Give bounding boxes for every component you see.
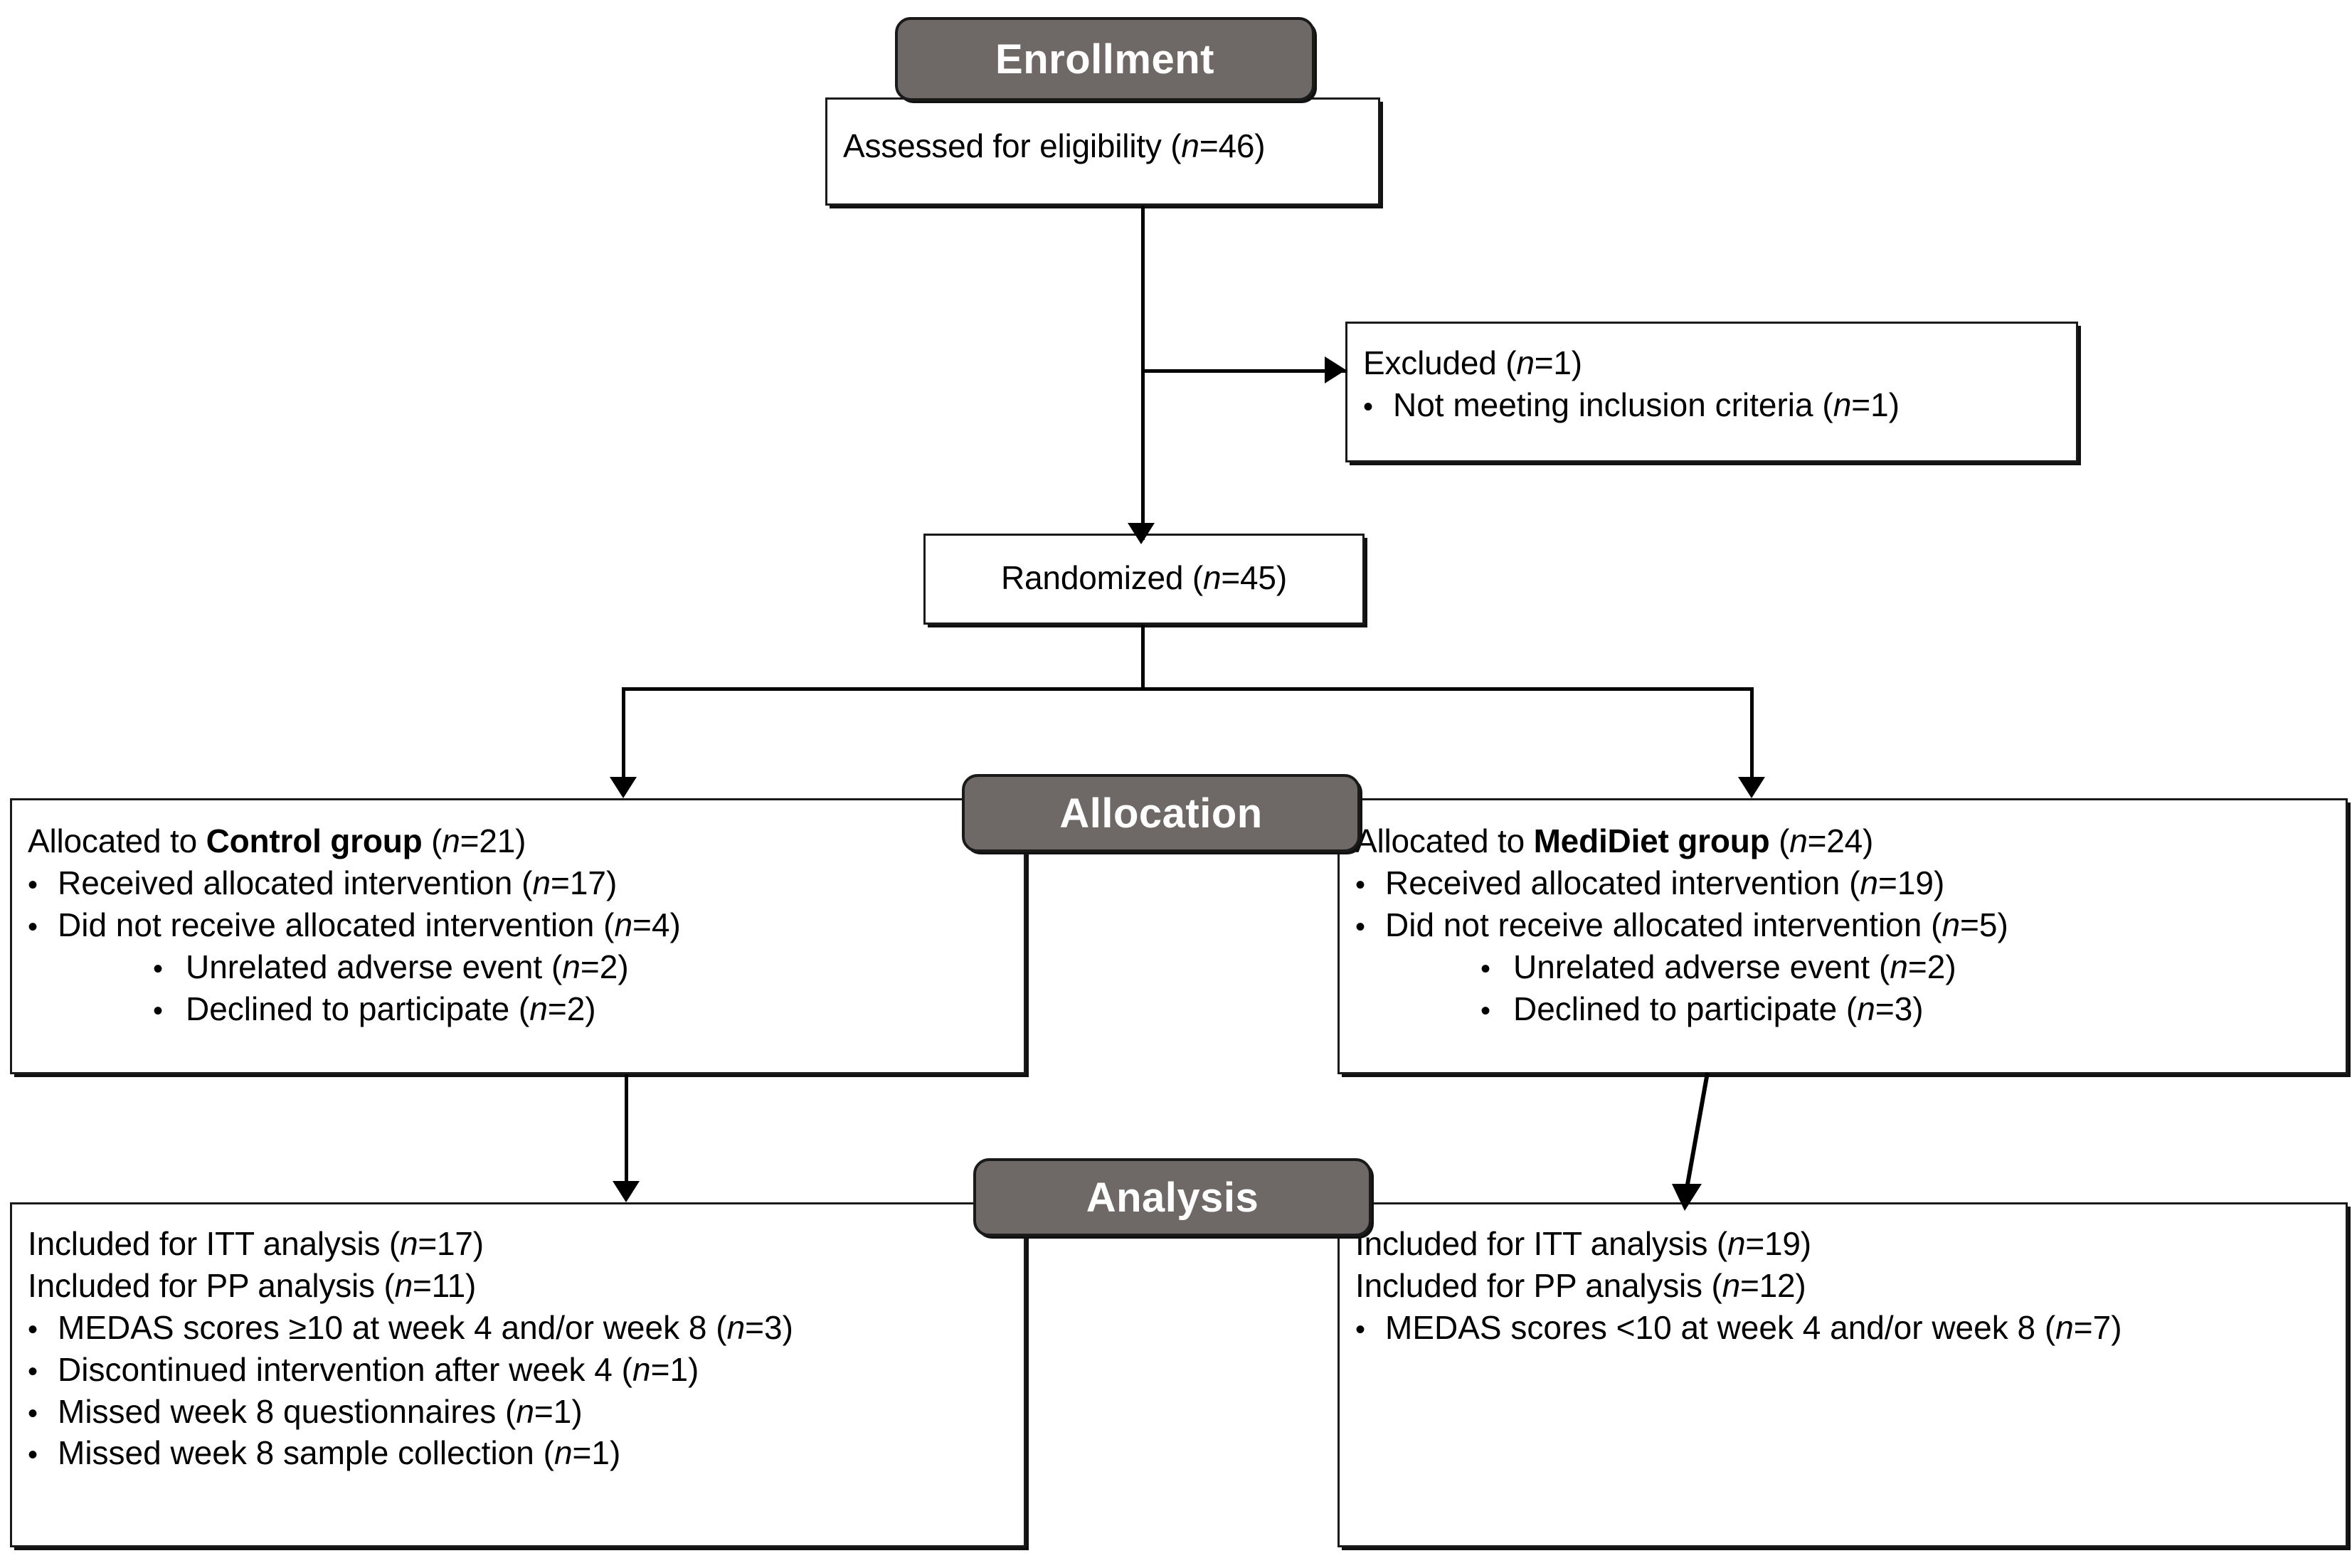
excluded-heading: Excluded (n=1): [1363, 344, 1582, 381]
stage-banner-allocation-label: Allocation: [1059, 790, 1263, 837]
connector-split-right-down: [1750, 687, 1754, 790]
analysis-control-item: • MEDAS scores ≥10 at week 4 and/or week…: [28, 1307, 1008, 1349]
bullet-dot-icon: •: [1355, 1313, 1366, 1345]
randomized-box: Randomized (n=45): [923, 534, 1365, 625]
allocation-medidiet-box: Allocated to MediDiet group (n=24) • Rec…: [1337, 798, 2348, 1074]
bullet-dot-icon: •: [28, 1355, 38, 1387]
bullet-dot-icon: •: [1363, 391, 1374, 423]
n-symbol: n: [532, 864, 551, 901]
stage-banner-analysis: Analysis: [973, 1158, 1372, 1236]
n-symbol: n: [2055, 1308, 2074, 1346]
connector-split-left-down: [622, 687, 625, 790]
analysis-control-box: Included for ITT analysis (n=17) Include…: [10, 1202, 1026, 1547]
connector-randomized-stem: [1141, 625, 1145, 689]
n-symbol: n: [1857, 990, 1875, 1027]
n-symbol: n: [1789, 822, 1808, 859]
allocation-medidiet-subitem: • Declined to participate (n=3): [1355, 988, 2330, 1030]
allocation-control-item: • Received allocated intervention (n=17): [28, 862, 1008, 904]
n-symbol: n: [442, 822, 460, 859]
arrow-into-control-allocation-icon: [610, 777, 637, 798]
connector-assessed-to-randomized: [1141, 206, 1145, 540]
analysis-medidiet-pp: Included for PP analysis (n=12): [1355, 1266, 1806, 1304]
arrow-into-medidiet-allocation-icon: [1738, 777, 1765, 798]
stage-banner-enrollment-label: Enrollment: [995, 36, 1214, 83]
bullet-dot-icon: •: [1355, 911, 1366, 943]
bullet-dot-icon: •: [28, 1313, 38, 1345]
bullet-dot-icon: •: [153, 995, 164, 1027]
n-symbol: n: [1516, 344, 1535, 381]
allocation-control-box: Allocated to Control group (n=21) • Rece…: [10, 798, 1026, 1074]
randomized-text: Randomized (n=45): [1001, 559, 1287, 596]
connector-medidiet-allocation-to-analysis: [1672, 1072, 1710, 1211]
bullet-dot-icon: •: [1480, 995, 1491, 1027]
analysis-control-pp: Included for PP analysis (n=11): [28, 1266, 477, 1304]
assessed-for-eligibility-text: Assessed for eligibility (n=46): [843, 127, 1266, 164]
allocation-medidiet-item: • Received allocated intervention (n=19): [1355, 862, 2330, 904]
connector-to-excluded: [1141, 369, 1347, 373]
analysis-control-itt: Included for ITT analysis (n=17): [28, 1225, 484, 1262]
group-name: MediDiet group: [1533, 822, 1770, 859]
connector-control-allocation-to-analysis: [625, 1074, 628, 1192]
n-symbol: n: [632, 1350, 651, 1388]
allocation-control-subitem: • Declined to participate (n=2): [28, 988, 1008, 1030]
analysis-control-item: • Missed week 8 sample collection (n=1): [28, 1432, 1008, 1474]
stage-banner-analysis-label: Analysis: [1086, 1174, 1259, 1221]
analysis-control-item: • Missed week 8 questionnaires (n=1): [28, 1391, 1008, 1433]
n-symbol: n: [553, 1434, 573, 1472]
arrow-into-excluded-icon: [1325, 356, 1346, 383]
n-symbol: n: [726, 1308, 746, 1346]
bullet-dot-icon: •: [28, 911, 38, 943]
allocation-control-subitem: • Unrelated adverse event (n=2): [28, 946, 1008, 988]
n-symbol: n: [1833, 386, 1852, 423]
analysis-control-item: • Discontinued intervention after week 4…: [28, 1349, 1008, 1391]
connector-split-horizontal: [622, 687, 1753, 691]
bullet-dot-icon: •: [28, 1397, 38, 1429]
analysis-medidiet-itt: Included for ITT analysis (n=19): [1355, 1225, 1811, 1262]
allocation-medidiet-heading: Allocated to MediDiet group (n=24): [1355, 822, 1874, 859]
n-symbol: n: [1203, 559, 1222, 596]
n-symbol: n: [529, 990, 548, 1027]
bullet-dot-icon: •: [1355, 869, 1366, 901]
group-name: Control group: [206, 822, 423, 859]
bullet-dot-icon: •: [1480, 953, 1491, 985]
n-symbol: n: [614, 906, 633, 943]
excluded-reason-item: • Not meeting inclusion criteria (n=1): [1363, 384, 2060, 426]
arrow-into-randomized-icon: [1128, 523, 1155, 544]
n-symbol: n: [1890, 948, 1908, 985]
n-symbol: n: [562, 948, 581, 985]
allocation-control-item: • Did not receive allocated intervention…: [28, 904, 1008, 946]
n-symbol: n: [1722, 1266, 1741, 1304]
n-symbol: n: [1181, 127, 1199, 164]
n-symbol: n: [1942, 906, 1961, 943]
bullet-dot-icon: •: [153, 953, 164, 985]
n-symbol: n: [399, 1225, 418, 1262]
n-symbol: n: [394, 1266, 413, 1304]
allocation-medidiet-subitem: • Unrelated adverse event (n=2): [1355, 946, 2330, 988]
n-symbol: n: [1860, 864, 1878, 901]
allocation-medidiet-item: • Did not receive allocated intervention…: [1355, 904, 2330, 946]
bullet-dot-icon: •: [28, 869, 38, 901]
n-symbol: n: [516, 1392, 534, 1430]
excluded-box: Excluded (n=1) • Not meeting inclusion c…: [1345, 322, 2078, 462]
arrow-into-control-analysis-icon: [613, 1181, 640, 1202]
assessed-for-eligibility-box: Assessed for eligibility (n=46): [825, 97, 1380, 206]
analysis-medidiet-item: • MEDAS scores <10 at week 4 and/or week…: [1355, 1307, 2330, 1349]
stage-banner-enrollment: Enrollment: [895, 17, 1315, 101]
n-symbol: n: [1727, 1225, 1746, 1262]
allocation-control-heading: Allocated to Control group (n=21): [28, 822, 526, 859]
stage-banner-allocation: Allocation: [962, 774, 1360, 852]
bullet-dot-icon: •: [28, 1439, 38, 1471]
analysis-medidiet-box: Included for ITT analysis (n=19) Include…: [1337, 1202, 2348, 1547]
